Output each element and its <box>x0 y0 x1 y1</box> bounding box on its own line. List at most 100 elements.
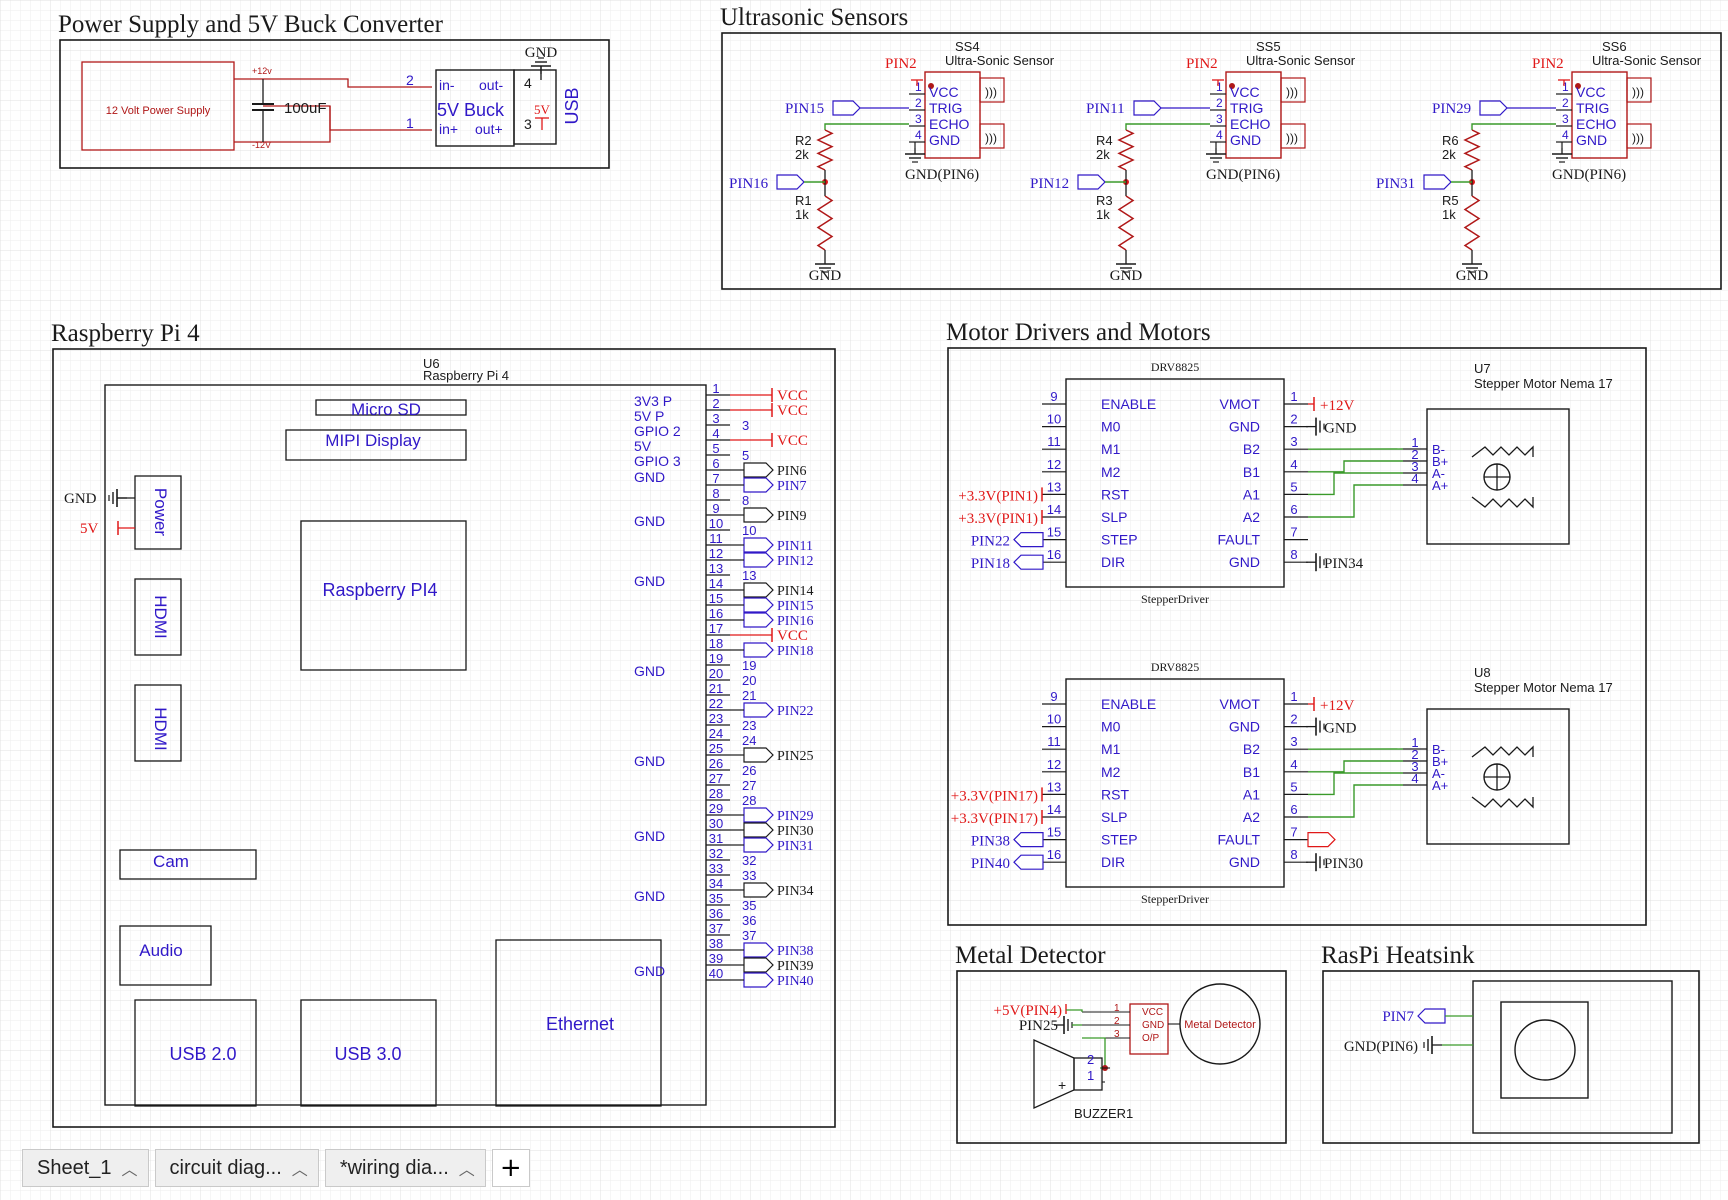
pin-number: 1 <box>1290 389 1297 404</box>
signal-net-label: PIN25 <box>1019 1018 1058 1034</box>
mipi-box <box>285 429 467 461</box>
net-flag <box>743 957 774 973</box>
header-pin-number: 30 <box>709 816 723 831</box>
tab-label: Sheet_1 <box>37 1156 112 1179</box>
sensor-pin-name: TRIG <box>1576 100 1609 116</box>
pin-number: 15 <box>1047 525 1061 540</box>
gpio-label: GND <box>634 513 665 529</box>
pin-number: 6 <box>1290 502 1297 517</box>
raspi-board <box>104 384 707 1106</box>
resistor-ref: R5 <box>1442 193 1459 208</box>
header-pin-number: 19 <box>709 651 723 666</box>
pin-number: 1 <box>1290 689 1297 704</box>
driver-box <box>1065 678 1285 888</box>
header-pin-number: 27 <box>742 778 756 793</box>
wire <box>1308 772 1403 796</box>
chevron-up-icon[interactable]: ︿ <box>458 1162 475 1179</box>
header-net-label: PIN31 <box>777 839 814 854</box>
header-pin-number: 28 <box>709 786 723 801</box>
mid-net-label: PIN31 <box>1376 176 1415 192</box>
slp-net-label: +3.3V(PIN17) <box>951 811 1038 827</box>
header-pin-number: 17 <box>709 621 723 636</box>
hdmi-port <box>134 578 182 656</box>
step-net-label: PIN22 <box>971 534 1010 550</box>
chevron-up-icon[interactable]: ︿ <box>291 1162 308 1179</box>
pin-name: STEP <box>1101 832 1138 848</box>
audio-label: Audio <box>139 941 182 960</box>
vcc-flag: VCC <box>777 403 808 419</box>
pin-number: 10 <box>1047 712 1061 727</box>
motor-pin-name: A+ <box>1432 478 1448 493</box>
header-pin-number: 2 <box>712 396 719 411</box>
net-flag <box>1307 831 1336 848</box>
wire <box>824 123 909 130</box>
header-net-label: PIN12 <box>777 554 814 569</box>
hdmi-port <box>134 684 182 762</box>
trig-net-label: PIN15 <box>785 101 824 117</box>
pin-name: in- <box>439 77 455 93</box>
net-flag <box>832 100 861 116</box>
header-pin-number: 13 <box>742 568 756 583</box>
sensor-pin-name: GND <box>1230 132 1261 148</box>
pin-number: 13 <box>1047 779 1061 794</box>
pin-number: 3 <box>524 116 532 132</box>
transducer-icon <box>1626 123 1652 149</box>
tab-wiring-diagram[interactable]: *wiring dia...︿ <box>324 1149 486 1187</box>
stepper-motor-box <box>1426 408 1570 545</box>
resistor-ref: R3 <box>1096 193 1113 208</box>
net-flag <box>743 642 774 658</box>
chevron-up-icon[interactable]: ︿ <box>121 1162 138 1179</box>
resistor <box>1117 195 1135 251</box>
header-net-label: PIN38 <box>777 944 814 959</box>
motor-pin-name: B- <box>1432 442 1445 457</box>
section-frame <box>956 970 1287 1144</box>
gpio-label: GPIO 2 <box>634 423 681 439</box>
header-pin-number: 15 <box>709 591 723 606</box>
net-flag <box>743 807 774 823</box>
motor-pin-name: A- <box>1432 466 1445 481</box>
mipi-label: MIPI Display <box>325 431 421 450</box>
pin-number: 8 <box>1290 847 1297 862</box>
pin-number: 4 <box>1562 128 1569 142</box>
header-pin-number: 31 <box>709 831 723 846</box>
wire <box>1066 1009 1083 1012</box>
sensor-pin-name: GND <box>929 132 960 148</box>
header-pin-number: 10 <box>709 516 723 531</box>
transducer-icon: ))) <box>985 131 997 145</box>
net-flag <box>743 537 774 553</box>
pin-name: M2 <box>1101 464 1121 480</box>
pin-number: 14 <box>1047 502 1061 517</box>
header-net-label: PIN14 <box>777 584 814 599</box>
pin-name: M1 <box>1101 741 1121 757</box>
header-pin-number: 8 <box>712 486 719 501</box>
net-flag <box>743 837 774 853</box>
trig-net-label: PIN29 <box>1432 101 1471 117</box>
section-frame <box>1322 970 1700 1144</box>
header-pin-number: 32 <box>709 846 723 861</box>
gnd-label: GND <box>64 491 97 507</box>
pin-number: 2 <box>915 96 922 110</box>
tab-circuit-diagram[interactable]: circuit diag...︿ <box>154 1149 319 1187</box>
net-flag <box>743 612 774 628</box>
header-pin-number: 20 <box>709 666 723 681</box>
net-flag <box>1013 854 1044 870</box>
header-net-label: PIN16 <box>777 614 814 629</box>
transducer-icon <box>979 77 1005 103</box>
pin-number: 3 <box>1114 1029 1120 1040</box>
sensor-box <box>1571 71 1628 159</box>
transducer-icon <box>1626 77 1652 103</box>
rst-net-label: +3.3V(PIN17) <box>951 788 1038 804</box>
net-flag <box>1013 831 1044 848</box>
net-flag <box>743 462 774 478</box>
pin-number: 12 <box>1047 757 1061 772</box>
net-flag <box>743 552 774 568</box>
sensor-ref: SS6 <box>1602 39 1627 54</box>
tab-sheet-1[interactable]: Sheet_1 ︿ <box>22 1149 149 1187</box>
power-port <box>134 475 182 550</box>
net-flag <box>743 597 774 613</box>
pin-number: 1 <box>1562 80 1569 94</box>
add-sheet-button[interactable]: + <box>491 1149 530 1187</box>
resistor-value: 1k <box>795 207 809 222</box>
gpio-label: GND <box>634 663 665 679</box>
